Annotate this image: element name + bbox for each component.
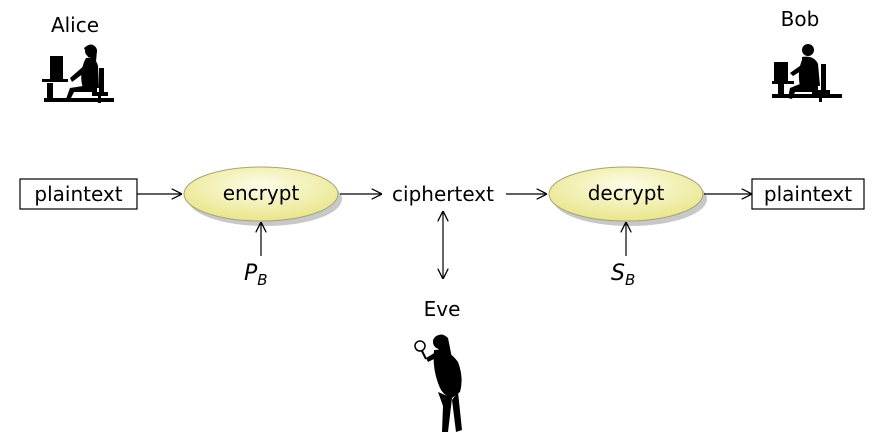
public-key-letter: P <box>244 261 258 286</box>
encrypt-label: encrypt <box>223 181 300 205</box>
decrypt-label: decrypt <box>588 181 665 205</box>
eve-label: Eve <box>424 297 461 321</box>
ciphertext-label: ciphertext <box>392 182 494 206</box>
decrypt-ellipse <box>548 166 704 222</box>
output-plaintext-label: plaintext <box>764 182 852 206</box>
input-plaintext-label: plaintext <box>34 182 122 206</box>
secret-key-label: SB <box>611 261 635 289</box>
public-key-label: PB <box>244 261 268 289</box>
alice-label: Alice <box>51 13 99 37</box>
encrypt-ellipse <box>183 166 339 222</box>
man-at-computer-icon <box>772 44 842 102</box>
woman-at-computer-icon <box>42 44 114 103</box>
public-key-subscript: B <box>257 271 267 289</box>
secret-key-subscript: B <box>625 271 635 289</box>
output-plaintext-box <box>751 178 865 210</box>
eavesdropper-with-magnifier-icon <box>414 334 462 432</box>
secret-key-letter: S <box>611 261 625 286</box>
bob-label: Bob <box>781 7 820 31</box>
